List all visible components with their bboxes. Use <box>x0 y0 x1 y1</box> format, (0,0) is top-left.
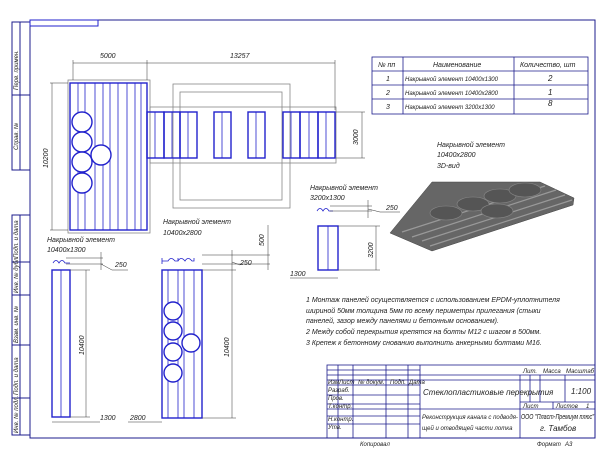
table-cell: 1 <box>386 76 390 83</box>
side-label: Подп. и дата <box>14 220 20 258</box>
note-line: 3 Крепеж к бетонному снованию выполнить … <box>306 339 542 347</box>
tb-role: Н.контр. <box>328 417 353 423</box>
tb-city: г. Тамбов <box>540 424 576 433</box>
dim: 250 <box>239 260 252 267</box>
table-cell: Накрывной элемент 10400х1300 <box>405 76 499 83</box>
dim: 1300 <box>290 271 306 278</box>
dim: 10400 <box>224 337 231 357</box>
label: 3200х1300 <box>310 195 345 202</box>
tb-role: Т.контр. <box>328 404 352 410</box>
tb-org: ООО "Пласт-Премиум плюс" <box>521 412 594 421</box>
dim-10200: 10200 <box>43 148 50 168</box>
tb-role: Утв. <box>327 425 342 431</box>
tb-copied: Копировал <box>360 442 390 448</box>
tb-col: Дата <box>408 380 425 386</box>
label: Накрывной элемент <box>163 218 231 226</box>
drawing-subtitle: Реконструкция канала с подводя- <box>422 415 518 421</box>
side-stamp: Перв. примен. Справ. № Подп. и дата Инв.… <box>11 21 31 436</box>
table-cell: 2 <box>385 90 390 97</box>
dim-5000: 5000 <box>100 53 116 60</box>
label: 10400х1300 <box>47 247 86 254</box>
tb-sheets: Листов <box>555 404 578 410</box>
note-line: шириной 50мм толщина 5мм по всему периме… <box>306 307 541 315</box>
table-header: Наименование <box>433 62 481 69</box>
tb-sheet: Лист <box>522 404 538 410</box>
tb-sheets-count: 1 <box>586 404 589 410</box>
table-header: № пп <box>378 62 395 69</box>
side-label: Справ. № <box>13 122 20 150</box>
dim-3000: 3000 <box>353 129 360 145</box>
table-header: Количество, шт <box>520 62 576 69</box>
dim: 250 <box>114 262 127 269</box>
tb-role: Пров. <box>328 396 344 402</box>
tb-col: Лист <box>338 380 354 386</box>
dim: 1300 <box>100 415 116 422</box>
tb-format: А3 <box>564 442 573 448</box>
notes: 1 Монтаж панелей осуществляется с исполь… <box>305 296 560 347</box>
spec-table: № пп Наименование Количество, шт 1 Накры… <box>371 56 589 115</box>
dim: 10400 <box>79 335 86 355</box>
side-label: Подп. и дата <box>14 357 20 395</box>
table-cell: Накрывной элемент 3200х1300 <box>405 104 495 111</box>
table-cell: 3 <box>386 104 390 111</box>
dim: 2800 <box>129 415 146 422</box>
side-label: Перв. примен. <box>14 50 20 90</box>
note-line: панелей, зазор между панелями и бетонным… <box>306 317 499 325</box>
label: Накрывной элемент <box>437 141 505 149</box>
dim: 500 <box>259 234 266 246</box>
drawing-subtitle: щей и отводящей части лотка <box>422 425 513 432</box>
side-label: Взам. инв. № <box>13 305 20 343</box>
tb-scale: 1:100 <box>571 387 592 396</box>
element-10400x1300: Накрывной элемент 10400х1300 250 10400 1… <box>47 236 128 423</box>
tb-format-label: Формат <box>537 442 561 448</box>
table-cell: 1 <box>548 88 552 97</box>
table-cell: 8 <box>548 99 553 108</box>
tb-lit: Лит. <box>522 369 537 375</box>
side-label: Инв. № дубл. <box>13 256 20 293</box>
dim: 3200 <box>368 242 375 258</box>
title-block: Изм Лист № докум. Подп. Дата Разраб. Про… <box>326 364 596 448</box>
tb-col: Изм <box>328 380 339 386</box>
tb-col: Подп. <box>390 380 406 386</box>
plan-view: 5000 13257 10200 3000 <box>43 53 365 234</box>
tb-col: № докум. <box>358 379 384 386</box>
label: Накрывной элемент <box>310 184 378 192</box>
label: 3D-вид <box>437 162 460 170</box>
element-3d-view: Накрывной элемент 10400х2800 3D-вид <box>389 141 575 252</box>
element-10400x2800: Накрывной элемент 10400х2800 250 500 104… <box>128 218 270 423</box>
drawing-title: Стеклопластиковые перекрытия <box>423 388 554 397</box>
table-cell: 2 <box>547 74 553 83</box>
label: 10400х2800 <box>163 230 202 237</box>
note-line: 2 Между собой перекрытия крепятся на бол… <box>305 328 541 336</box>
note-line: 1 Монтаж панелей осуществляется с исполь… <box>306 296 560 304</box>
tb-mass: Масса <box>543 369 561 375</box>
dim-13257: 13257 <box>230 53 251 60</box>
element-3200x1300: Накрывной элемент 3200х1300 250 3200 130… <box>290 184 400 279</box>
tb-scale-label: Масштаб <box>566 369 595 375</box>
label: Накрывной элемент <box>47 236 115 244</box>
table-cell: Накрывной элемент 10400х2800 <box>405 90 499 97</box>
side-label: Инв. № подл. <box>13 396 20 433</box>
dim: 250 <box>385 205 398 212</box>
tb-role: Разраб. <box>328 388 350 394</box>
label: 10400х2800 <box>437 152 476 159</box>
